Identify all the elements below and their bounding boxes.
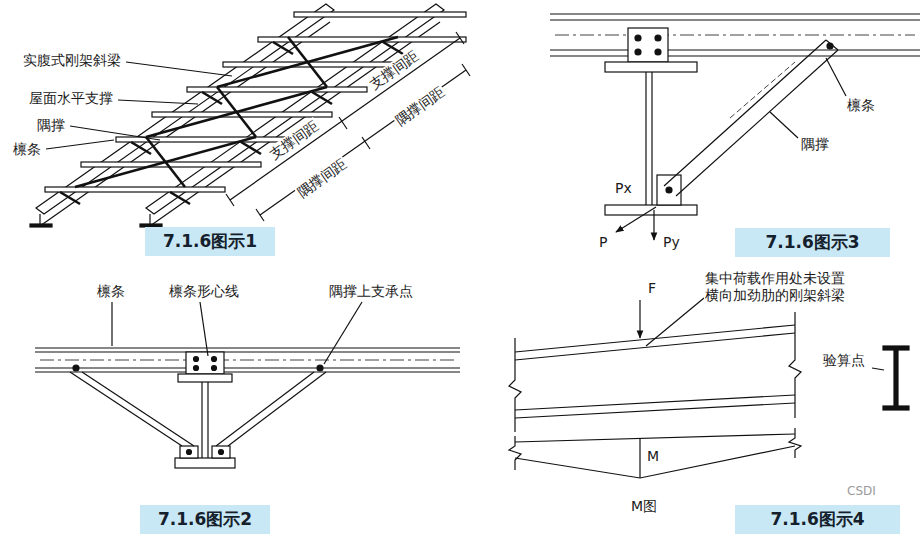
part-label: M图: [630, 498, 658, 515]
part-label: 檩条: [846, 97, 876, 114]
figure-caption-box: 7.1.6图示4: [735, 505, 900, 534]
part-label: 隅撑: [800, 136, 830, 153]
part-label: 隅撑上支承点: [328, 283, 414, 300]
figure-caption-box: 7.1.6图示1: [145, 227, 275, 256]
part-label: 屋面水平支撑: [28, 90, 114, 107]
part-label: 檩条: [96, 283, 126, 300]
part-label: 檩条形心线: [168, 283, 240, 300]
figure-caption: 7.1.6图示1: [163, 230, 257, 253]
part-label: 集中荷载作用处未设置 横向加劲肋的刚架斜梁: [704, 270, 856, 304]
figure-caption-box: 7.1.6图示2: [140, 505, 270, 534]
figure-caption-box: 7.1.6图示3: [735, 228, 890, 257]
part-label: 檩条: [12, 141, 42, 158]
part-label: P: [598, 234, 608, 251]
figure-caption: 7.1.6图示2: [158, 508, 252, 531]
part-label: F: [647, 280, 657, 297]
figure-caption: 7.1.6图示3: [765, 231, 859, 254]
part-label: Px: [614, 180, 633, 197]
dimension-label: 隅撑间距: [391, 83, 448, 130]
part-label: 隅撑: [36, 117, 66, 134]
part-label: CSDI: [846, 484, 877, 498]
part-label: Py: [662, 234, 681, 251]
part-label: M: [646, 448, 660, 465]
figure-caption: 7.1.6图示4: [770, 508, 864, 531]
part-label: 验算点: [822, 352, 866, 369]
part-label: 实腹式刚架斜梁: [22, 52, 122, 69]
dimension-label: 隅撑间距: [293, 155, 350, 202]
